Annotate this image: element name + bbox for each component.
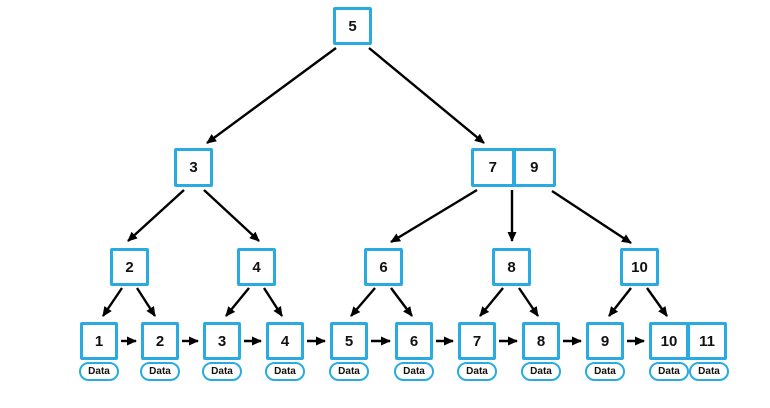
tree-node-10: 10 — [620, 248, 659, 286]
edge-3-to-2 — [127, 189, 185, 242]
edge-2-to-leaf2 — [135, 287, 157, 317]
edge-79-to-6 — [390, 188, 478, 244]
node-key: 8 — [525, 325, 557, 357]
tree-node-4: 4 — [237, 248, 276, 286]
edge-root-to-3 — [206, 47, 337, 144]
edge-6-to-leaf6 — [390, 287, 413, 317]
data-oval-1: Data — [79, 362, 119, 381]
data-oval-9: Data — [585, 362, 625, 381]
tree-node-6: 6 — [364, 248, 403, 286]
node-key: 6 — [367, 251, 400, 283]
node-key: 7 — [461, 325, 493, 357]
data-oval-10: Data — [649, 362, 689, 381]
edge-4-to-leaf3 — [225, 287, 250, 317]
edge-2-to-leaf1 — [102, 287, 123, 317]
leaf-node-5: 5 — [330, 322, 368, 360]
edge-10-to-leaf10 — [646, 287, 668, 317]
node-key: 1 — [83, 325, 115, 357]
edge-3-to-4 — [203, 189, 260, 242]
leaf-node-8: 8 — [522, 322, 560, 360]
leaf-node-7: 7 — [458, 322, 496, 360]
leaf-node-9: 9 — [586, 322, 624, 360]
data-oval-2: Data — [140, 362, 180, 381]
data-oval-4: Data — [265, 362, 305, 381]
leaf-node-10-11: 10 11 — [649, 322, 727, 360]
data-oval-8: Data — [521, 362, 561, 381]
node-key: 4 — [269, 325, 301, 357]
node-key: 6 — [398, 325, 430, 357]
data-oval-6: Data — [394, 362, 434, 381]
leaf-node-3: 3 — [203, 322, 241, 360]
leaf-node-4: 4 — [266, 322, 304, 360]
node-key: 5 — [336, 10, 369, 42]
node-key: 3 — [206, 325, 238, 357]
node-key: 11 — [686, 325, 724, 357]
tree-node-3: 3 — [174, 148, 213, 187]
data-oval-3: Data — [202, 362, 242, 381]
tree-node-7-9: 7 9 — [471, 148, 556, 187]
node-key: 9 — [589, 325, 621, 357]
edge-79-to-10 — [551, 189, 632, 245]
node-key: 2 — [144, 325, 176, 357]
node-key: 7 — [474, 151, 512, 184]
data-oval-11: Data — [689, 362, 729, 381]
node-key: 4 — [240, 251, 273, 283]
node-key: 10 — [652, 325, 686, 357]
edge-8-to-leaf7 — [479, 287, 504, 317]
data-oval-5: Data — [329, 362, 369, 381]
node-key: 3 — [177, 151, 210, 184]
edge-8-to-leaf8 — [518, 287, 539, 317]
tree-node-2: 2 — [110, 248, 149, 286]
data-oval-7: Data — [457, 362, 497, 381]
tree-node-root: 5 — [333, 7, 372, 45]
leaf-node-2: 2 — [141, 322, 179, 360]
edge-6-to-leaf5 — [350, 287, 376, 317]
edge-root-to-79 — [368, 47, 485, 144]
edge-10-to-leaf9 — [608, 287, 632, 317]
node-key: 10 — [623, 251, 656, 283]
node-key: 2 — [113, 251, 146, 283]
tree-node-8: 8 — [492, 248, 531, 286]
node-key: 9 — [511, 151, 553, 184]
edge-4-to-leaf4 — [262, 287, 284, 317]
node-key: 8 — [495, 251, 528, 283]
node-key: 5 — [333, 325, 365, 357]
leaf-node-1: 1 — [80, 322, 118, 360]
leaf-node-6: 6 — [395, 322, 433, 360]
